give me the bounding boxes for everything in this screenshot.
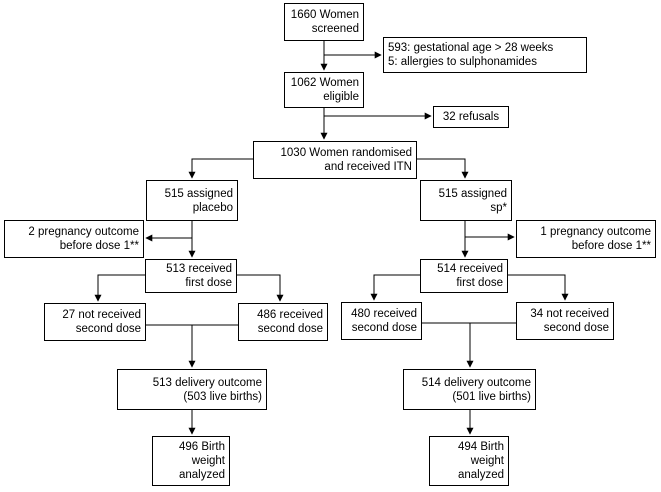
box-line: 513 delivery outcome [152, 376, 262, 389]
arrow-to-sp [417, 158, 469, 179]
box-line: analyzed [457, 469, 504, 481]
box-line: before dose 1** [571, 240, 651, 252]
box-line: second dose [543, 322, 609, 334]
box-line: 496 Birth [178, 441, 225, 453]
box-line: eligible [323, 91, 359, 103]
box-delivery-right: 514 delivery outcome(501 live births) [403, 369, 536, 410]
box-line: first dose [185, 277, 232, 289]
box-line: 2 pregnancy outcome [28, 226, 139, 238]
box-line: (503 live births) [183, 390, 262, 403]
box-birth-weight-left: 496 Birth weight analyzed [152, 436, 230, 486]
box-line: before dose 1** [59, 240, 139, 252]
box-line: 515 assigned [438, 187, 507, 200]
arrow-to-second-right [370, 274, 420, 301]
box-birth-weight-right: 494 Birth weight analyzed [429, 436, 509, 486]
box-line: first dose [456, 277, 503, 289]
box-line: screened [311, 23, 359, 35]
box-not-second-dose-left: 27 not received second dose [44, 303, 146, 341]
box-randomised: 1030 Women randomised and received ITN [253, 141, 417, 179]
box-screened: 1660 Women screened [284, 3, 364, 41]
box-line: 34 not received [530, 308, 609, 320]
box-line: 5: allergies to sulphonamides [388, 56, 537, 68]
box-delivery-left: 513 delivery outcome(503 live births) [117, 369, 267, 410]
box-line: 1030 Women randomised [280, 147, 412, 159]
box-line: weight [191, 455, 225, 467]
box-line: second dose [75, 323, 141, 335]
box-line: and received ITN [324, 161, 412, 173]
box-not-second-dose-right: 34 not received second dose [516, 302, 614, 340]
arrow-to-second-left [237, 274, 284, 302]
box-line: 593: gestational age > 28 weeks [388, 42, 554, 54]
box-line: second dose [351, 322, 417, 334]
box-exclusions: 593: gestational age > 28 weeks 5: allerg… [383, 37, 587, 73]
box-line: sp* [490, 201, 507, 214]
box-line: 32 refusals [442, 111, 500, 123]
box-refusals: 32 refusals [433, 106, 509, 128]
box-line: weight [470, 455, 504, 467]
box-line: 1 pregnancy outcome [540, 226, 651, 238]
arrow-to-not-second-right [508, 274, 569, 301]
box-first-dose-left: 513 received first dose [145, 259, 237, 293]
box-first-dose-right: 514 received first dose [420, 259, 508, 293]
arrow-to-not-second-left [94, 274, 145, 302]
box-eligible: 1062 Women eligible [284, 72, 364, 108]
box-line: 513 received [166, 263, 232, 275]
box-line: 1062 Women [290, 77, 359, 89]
box-pregnancy-outcome-left: 2 pregnancy outcome before dose 1** [4, 220, 144, 258]
box-line: 27 not received [62, 309, 141, 321]
box-line: second dose [257, 323, 323, 335]
box-line: analyzed [178, 469, 225, 481]
box-line: 1660 Women [290, 9, 359, 21]
box-second-dose-left: 486 received second dose [238, 303, 328, 341]
box-line: placebo [192, 201, 233, 214]
arrow-to-placebo [188, 158, 253, 179]
box-line: 494 Birth [457, 441, 504, 453]
box-line: 515 assigned [164, 187, 233, 200]
box-line: 514 received [437, 263, 503, 275]
box-second-dose-right: 480 received second dose [341, 302, 422, 340]
box-pregnancy-outcome-right: 1 pregnancy outcome before dose 1** [516, 220, 656, 258]
box-line: 480 received [351, 308, 417, 320]
box-line: 514 delivery outcome [421, 376, 531, 389]
box-line: (501 live births) [452, 390, 531, 403]
box-line: 486 received [257, 309, 323, 321]
